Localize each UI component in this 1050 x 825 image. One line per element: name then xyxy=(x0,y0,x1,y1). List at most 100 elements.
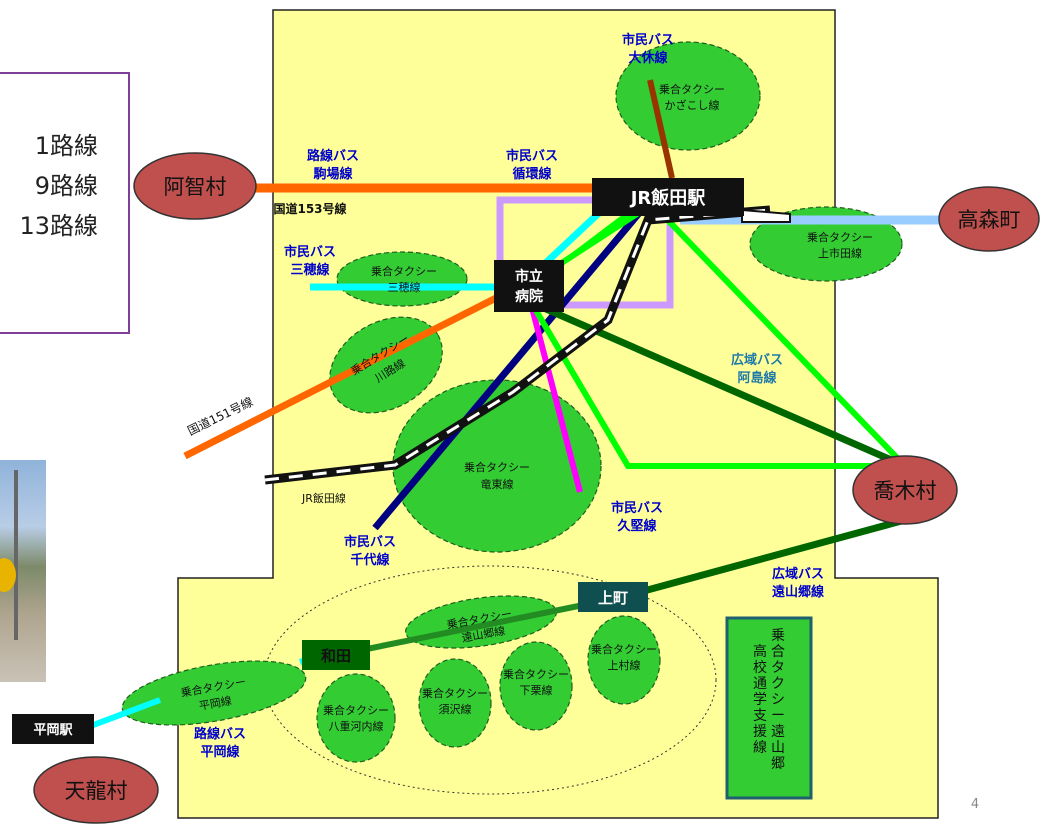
taxi-zone-yaegochi xyxy=(316,673,396,763)
school-support-glyph: 高 xyxy=(753,643,767,660)
taxi-kamiichida-2: 上市田線 xyxy=(818,246,862,260)
school-support-glyph: ク xyxy=(771,676,785,692)
label-r153: 国道153号線 xyxy=(273,201,346,216)
label-kugata-2: 久堅線 xyxy=(617,518,657,534)
label-ajima-1: 広域バス xyxy=(731,352,783,368)
villages: 阿智村 高森町 喬木村 天龍村 xyxy=(33,152,1040,824)
taxi-kamimura-2: 上村線 xyxy=(608,658,641,672)
school-support-glyph: 学 xyxy=(753,692,767,708)
village-takagi: 喬木村 xyxy=(874,479,937,503)
station-kamimachi: 上町 xyxy=(598,589,628,607)
school-support-glyph: 支 xyxy=(753,708,767,724)
village-tenryu-shape xyxy=(33,756,159,824)
legend-box: 1路線 9路線 13路線 xyxy=(0,72,130,334)
taxi-kamimura-1: 乗合タクシー xyxy=(591,642,657,656)
label-komaba-1: 路線バス xyxy=(307,148,359,164)
label-miho-2: 三穂線 xyxy=(290,262,330,278)
label-hiraoka-2: 平岡線 xyxy=(200,744,240,760)
route-wada-kamimachi xyxy=(351,595,619,655)
label-chiyo-2: 千代線 xyxy=(350,552,390,568)
taxi-yaegochi-1: 乗合タクシー xyxy=(323,703,389,717)
rail-jr-iida-dash xyxy=(264,208,771,482)
station-iida: JR飯田駅 xyxy=(629,187,707,209)
taxi-zone-kamimura xyxy=(587,615,661,705)
event-photo xyxy=(0,460,46,682)
label-junkan-2: 循環線 xyxy=(512,166,552,182)
school-support-zone xyxy=(725,616,813,800)
route-toyama xyxy=(617,516,906,602)
taxi-zones xyxy=(121,41,903,763)
legend-line-2: 9路線 xyxy=(34,172,98,200)
legend-line-1: 1路線 xyxy=(34,132,98,160)
taxi-shimoguri-1: 乗合タクシー xyxy=(503,667,569,681)
station-hiraoka-box xyxy=(12,714,94,744)
station-hospital-line2: 病院 xyxy=(515,288,543,305)
route-lightgreen-a xyxy=(522,209,913,469)
school-support-glyph: 合 xyxy=(771,644,785,660)
village-takamori: 高森町 xyxy=(958,208,1021,232)
label-junkan-1: 市民バス xyxy=(506,148,558,164)
school-support-glyph: 郷 xyxy=(771,756,785,772)
photo-pole xyxy=(14,470,18,640)
label-toyama-2: 遠山郷線 xyxy=(772,584,825,600)
label-ohira-2: 大休線 xyxy=(628,50,668,66)
taxi-ryuto-1: 乗合タクシー xyxy=(464,460,530,474)
label-komaba-2: 駒場線 xyxy=(312,166,353,182)
taxi-suzawa-1: 乗合タクシー xyxy=(422,686,488,700)
station-kamimachi-box xyxy=(578,582,648,612)
village-achi: 阿智村 xyxy=(164,175,227,199)
school-support-glyph: 援 xyxy=(753,724,767,740)
rail-bend-marker xyxy=(741,208,791,223)
taxi-zone-shimoguri xyxy=(499,641,573,731)
school-support-glyph: シ xyxy=(771,692,785,708)
taxi-suzawa-2: 須沢線 xyxy=(439,702,472,716)
taxi-kamiichida-1: 乗合タクシー xyxy=(807,230,873,244)
taxi-labels: 乗合タクシー かざこし線 乗合タクシー 上市田線 乗合タクシー 三穂線 乗合タク… xyxy=(180,82,873,733)
school-support-glyph: タ xyxy=(771,660,785,676)
photo-mascot xyxy=(0,558,16,592)
station-wada: 和田 xyxy=(321,647,351,665)
label-kugata-1: 市民バス xyxy=(611,500,663,516)
taxi-miho-2: 三穂線 xyxy=(388,280,421,294)
school-support-glyph: 校 xyxy=(753,659,767,676)
label-ohira-1: 市民バス xyxy=(622,32,674,48)
route-hiraoka xyxy=(86,697,162,730)
school-support-glyph: 遠 xyxy=(771,724,785,740)
label-hiraoka-1: 路線バス xyxy=(194,726,246,742)
route-ohira xyxy=(647,79,675,179)
taxi-ryuto-2: 竜東線 xyxy=(481,477,514,491)
taxi-kazakoshi-2: かざこし線 xyxy=(665,98,720,112)
station-hospital-line1: 市立 xyxy=(515,268,543,285)
taxi-hiraoka-2: 平岡線 xyxy=(198,693,233,713)
legend-line-3: 13路線 xyxy=(19,212,98,240)
village-takamori-shape xyxy=(938,186,1040,252)
taxi-zone-hiraoka xyxy=(121,660,307,726)
taxi-kazakoshi-1: 乗合タクシー xyxy=(659,82,725,96)
village-tenryu: 天龍村 xyxy=(65,779,128,803)
page-number: 4 xyxy=(971,797,979,812)
label-chiyo-1: 市民バス xyxy=(344,534,396,550)
school-support-glyph: ー xyxy=(771,708,785,724)
taxi-zone-kamiichida xyxy=(749,206,903,282)
taxi-yaegochi-2: 八重河内線 xyxy=(329,719,384,733)
label-r151: 国道151号線 xyxy=(185,394,255,439)
taxi-zone-miho xyxy=(336,251,468,307)
route-labels: 市民バス 大休線 路線バス 駒場線 市民バス 循環線 市民バス 三穂線 広域バス… xyxy=(194,32,825,760)
school-support-glyph: 山 xyxy=(771,740,785,756)
taxi-shimoguri-2: 下栗線 xyxy=(520,683,553,697)
school-support-glyph: 線 xyxy=(753,740,767,756)
label-jr-iida: JR飯田線 xyxy=(301,491,346,505)
station-hiraoka: 平岡駅 xyxy=(33,723,73,738)
school-support-glyph: 乗 xyxy=(771,628,785,644)
route-r151 xyxy=(183,292,502,460)
route-chiyo xyxy=(372,209,643,531)
label-miho-1: 市民バス xyxy=(284,244,336,260)
taxi-zone-kazakoshi xyxy=(615,41,761,151)
toyamago-region xyxy=(263,565,717,795)
station-wada-box xyxy=(302,640,370,670)
village-takagi-shape xyxy=(852,455,958,525)
taxi-miho-1: 乗合タクシー xyxy=(371,264,437,278)
village-achi-shape xyxy=(133,152,257,220)
